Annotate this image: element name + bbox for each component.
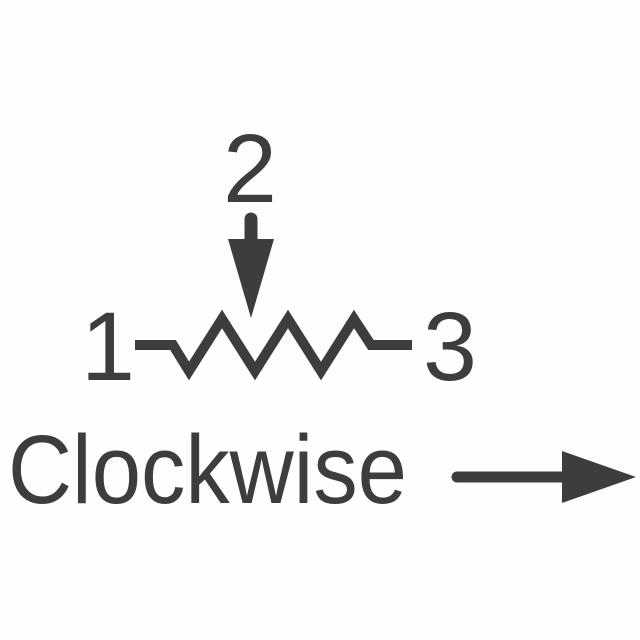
terminal-2-label: 2 (223, 114, 277, 223)
terminal-3-label: 3 (423, 292, 477, 401)
arrow-down-icon (228, 212, 274, 318)
wiper-arrow-head (228, 239, 274, 318)
rotation-direction-label: Clockwise (8, 415, 407, 524)
arrow-right-icon (451, 451, 636, 503)
resistor-zigzag (135, 309, 412, 381)
terminal-1-label: 1 (81, 292, 135, 401)
clockwise-arrow-head (562, 451, 636, 503)
